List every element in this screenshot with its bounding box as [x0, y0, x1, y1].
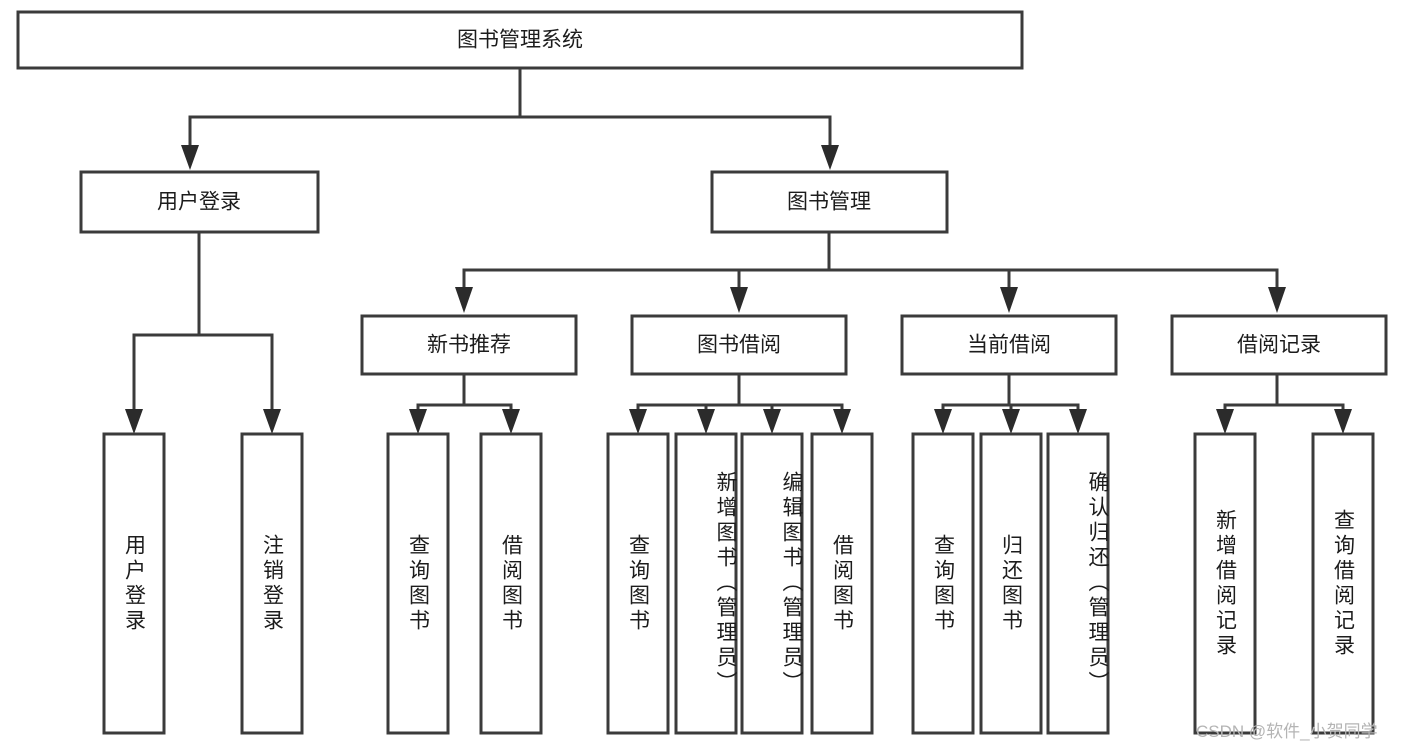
node-user-login[interactable]: 用户登录 [79, 170, 320, 234]
node-box[interactable] [630, 314, 848, 376]
node-box[interactable] [810, 432, 874, 735]
node-box[interactable] [1046, 432, 1110, 735]
node-leaf-add-record[interactable] [1193, 432, 1257, 735]
node-leaf-borrow-book-2[interactable] [810, 432, 874, 735]
node-leaf-query-book-1[interactable] [386, 432, 450, 735]
connector-currentborrow-to-leaves [934, 373, 1087, 434]
node-leaf-query-book-3[interactable] [911, 432, 975, 735]
arrow-head-icon [833, 409, 851, 434]
node-borrow-record[interactable]: 借阅记录 [1170, 314, 1388, 376]
arrow-head-icon [629, 409, 647, 434]
arrow-head-icon [821, 145, 839, 170]
connector-newbookrec-to-leaves [409, 373, 520, 434]
arrow-head-icon [1216, 409, 1234, 434]
connector-root-to-level2 [181, 66, 839, 170]
arrow-head-icon [125, 409, 143, 434]
arrow-head-icon [409, 409, 427, 434]
arrow-head-icon [763, 409, 781, 434]
node-label: 图书借阅 [697, 334, 781, 357]
node-leaf-borrow-book-1[interactable] [479, 432, 543, 735]
node-box[interactable] [1170, 314, 1388, 376]
node-box[interactable] [360, 314, 578, 376]
node-box[interactable] [674, 432, 738, 735]
node-box[interactable] [911, 432, 975, 735]
arrow-head-icon [1000, 287, 1018, 313]
arrow-head-icon [934, 409, 952, 434]
node-box[interactable] [240, 432, 304, 735]
node-leaf-user-login[interactable] [102, 432, 166, 735]
arrow-head-icon [455, 287, 473, 313]
node-leaf-return-book[interactable] [979, 432, 1043, 735]
arrow-head-icon [263, 409, 281, 434]
node-root[interactable]: 图书管理系统 [16, 10, 1024, 70]
connector-bookborrow-to-leaves [629, 373, 851, 434]
node-current-borrow[interactable]: 当前借阅 [900, 314, 1118, 376]
node-label: 图书管理 [787, 191, 871, 214]
node-label: 图书管理系统 [457, 29, 583, 52]
arrow-head-icon [730, 287, 748, 313]
node-new-book-rec[interactable]: 新书推荐 [360, 314, 578, 376]
node-box[interactable] [606, 432, 670, 735]
node-leaf-query-record[interactable] [1311, 432, 1375, 735]
node-box[interactable] [710, 170, 949, 234]
node-book-borrow[interactable]: 图书借阅 [630, 314, 848, 376]
node-leaf-logout-login[interactable] [240, 432, 304, 735]
node-box[interactable] [79, 170, 320, 234]
connector-borrowrecord-to-leaves [1216, 373, 1352, 434]
node-leaf-confirm-return[interactable] [1046, 432, 1110, 735]
arrow-head-icon [697, 409, 715, 434]
node-leaf-add-book[interactable] [674, 432, 738, 735]
node-box[interactable] [479, 432, 543, 735]
node-box[interactable] [386, 432, 450, 735]
node-box[interactable] [16, 10, 1024, 70]
connector-bookmanage-to-level3 [455, 230, 1286, 313]
node-box[interactable] [102, 432, 166, 735]
node-label: 新书推荐 [427, 334, 511, 357]
arrow-head-icon [1268, 287, 1286, 313]
node-box[interactable] [740, 432, 804, 735]
arrow-head-icon [502, 409, 520, 434]
arrow-head-icon [1002, 409, 1020, 434]
arrow-head-icon [181, 145, 199, 170]
node-label: 借阅记录 [1237, 334, 1321, 357]
node-book-manage[interactable]: 图书管理 [710, 170, 949, 234]
node-leaf-edit-book[interactable] [740, 432, 804, 735]
node-label: 当前借阅 [967, 334, 1051, 357]
node-box[interactable] [900, 314, 1118, 376]
arrow-head-icon [1334, 409, 1352, 434]
node-box[interactable] [1311, 432, 1375, 735]
node-box[interactable] [979, 432, 1043, 735]
csdn-watermark: CSDN @软件_小贺同学 [1196, 722, 1378, 741]
node-leaf-query-book-2[interactable] [606, 432, 670, 735]
connector-userlogin-to-leaves [125, 230, 281, 434]
node-label: 用户登录 [157, 191, 241, 214]
node-box[interactable] [1193, 432, 1257, 735]
arrow-head-icon [1069, 409, 1087, 434]
